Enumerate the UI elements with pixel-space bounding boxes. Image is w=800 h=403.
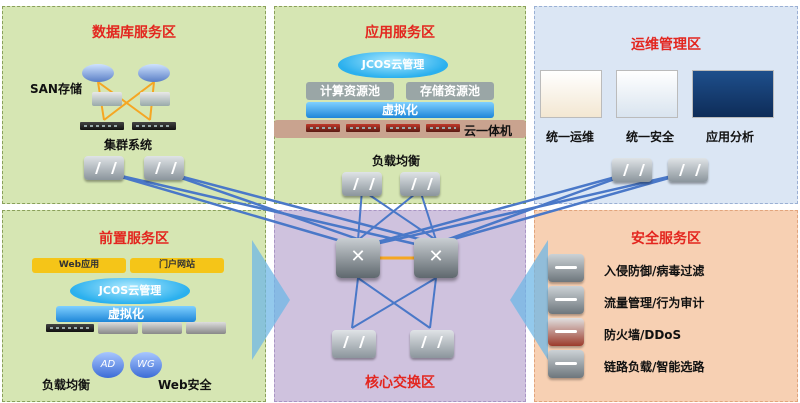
ops-item-2: 统一安全 <box>626 130 675 144</box>
server-rack-icon <box>426 124 460 132</box>
ips-icon <box>548 254 584 282</box>
dashboard-screenshot-icon <box>616 70 678 118</box>
left-arrow <box>252 240 290 360</box>
storage-disk-icon <box>82 64 114 82</box>
dashboard-screenshot-icon <box>540 70 602 118</box>
storage-pool: 存储资源池 <box>406 82 494 100</box>
jcos-cloud: JCOS云管理 <box>338 52 448 78</box>
switch-icon <box>612 158 652 182</box>
storage-disk-icon <box>138 64 170 82</box>
right-arrow <box>510 240 548 360</box>
app-zone-title: 应用服务区 <box>365 25 435 41</box>
server-rack-icon <box>142 322 182 334</box>
server-rack-icon <box>98 322 138 334</box>
security-item-3: 防火墙/DDoS <box>604 328 682 342</box>
ad-icon: AD <box>92 352 124 378</box>
core-zone-title: 核心交换区 <box>365 375 435 391</box>
switch-icon <box>84 156 124 180</box>
appliance-label: 云一体机 <box>464 124 513 138</box>
front-lb-label: 负载均衡 <box>42 378 91 392</box>
switch-icon <box>144 156 184 180</box>
switch-icon <box>342 172 382 196</box>
server-rack-icon <box>132 122 176 130</box>
switch-icon <box>668 158 708 182</box>
security-item-4: 链路负载/智能选路 <box>604 360 705 374</box>
web-app-bar: Web应用 <box>32 258 126 273</box>
cluster-label: 集群系统 <box>104 138 153 152</box>
dashboard-screenshot-icon <box>692 70 774 118</box>
switch-icon <box>410 330 454 358</box>
traffic-audit-icon <box>548 286 584 314</box>
security-zone-title: 安全服务区 <box>631 231 701 247</box>
server-rack-icon <box>186 322 226 334</box>
ops-item-1: 统一运维 <box>546 130 595 144</box>
front-zone-title: 前置服务区 <box>99 231 169 247</box>
firewall-icon <box>548 318 584 346</box>
core-switch-icon <box>414 238 458 278</box>
database-zone-title: 数据库服务区 <box>92 25 176 41</box>
front-jcos-cloud: JCOS云管理 <box>70 278 190 304</box>
server-rack-icon <box>306 124 340 132</box>
link-balancer-icon <box>548 350 584 378</box>
compute-pool: 计算资源池 <box>306 82 394 100</box>
database-zone <box>2 6 266 204</box>
security-item-1: 入侵防御/病毒过滤 <box>604 264 705 278</box>
ops-zone-title: 运维管理区 <box>631 37 701 53</box>
server-rack-icon <box>80 122 124 130</box>
app-lb-label: 负载均衡 <box>372 154 421 168</box>
server-rack-icon <box>46 324 94 332</box>
storage-controller-icon <box>92 92 122 106</box>
front-virtualization-bar: 虚拟化 <box>56 306 196 322</box>
server-rack-icon <box>346 124 380 132</box>
core-switch-icon <box>336 238 380 278</box>
web-security-label: Web安全 <box>158 378 212 392</box>
portal-bar: 门户网站 <box>130 258 224 273</box>
storage-controller-icon <box>140 92 170 106</box>
switch-icon <box>400 172 440 196</box>
server-rack-icon <box>386 124 420 132</box>
security-item-2: 流量管理/行为审计 <box>604 296 705 310</box>
san-storage-label: SAN存储 <box>30 82 82 96</box>
wg-icon: WG <box>130 352 162 378</box>
virtualization-bar: 虚拟化 <box>306 102 494 118</box>
switch-icon <box>332 330 376 358</box>
ops-item-3: 应用分析 <box>706 130 755 144</box>
